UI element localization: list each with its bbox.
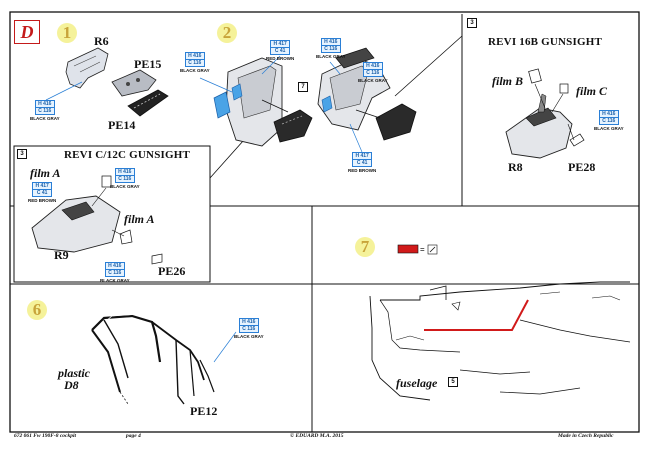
paint-leader-2b: [261, 55, 281, 75]
page-letter: D: [14, 20, 40, 44]
paint-name: BLACK GRAY: [180, 68, 210, 73]
label-film-c: film C: [576, 84, 608, 98]
paint-leader-6: [213, 331, 237, 363]
label-pe14: PE14: [108, 118, 136, 132]
paint-leader-2d: [349, 123, 363, 153]
part-pe15: [111, 69, 157, 97]
assembly-arrow-left: [261, 99, 289, 113]
leader-film-a-1: [91, 187, 107, 207]
leader-film-c: [551, 93, 564, 113]
revic12-panel: [31, 195, 121, 253]
label-pe12: PE12: [190, 404, 218, 418]
label-pe15: PE15: [134, 57, 162, 71]
canopy-frame-pe12: [91, 313, 215, 405]
revi16-ref: 3: [467, 18, 477, 28]
pe28-shape: [569, 133, 585, 147]
leader-film-a-2: [111, 229, 125, 237]
label-pe26: PE26: [158, 264, 186, 278]
film-c-shape: [559, 83, 569, 94]
paint-name: BLACK GRAY: [594, 126, 624, 131]
assembly-arrow-right: [355, 109, 381, 119]
paint-name: BLACK GRAY: [316, 54, 346, 59]
paint-name: RED BROWN: [28, 198, 57, 203]
step-1-badge: 1: [57, 23, 77, 43]
swatch-equals: =: [420, 245, 425, 254]
part-r6-panel: [65, 47, 109, 89]
paint-name: BLACK GRAY: [358, 78, 388, 83]
leader-pe28: [567, 123, 575, 141]
footer-copyright: © EDUARD M.A. 2015: [290, 433, 344, 439]
label-film-a-2: film A: [124, 212, 155, 226]
part-pe14: [127, 89, 169, 117]
revic12-title: REVI C/12C GUNSIGHT: [64, 149, 191, 161]
revi16-title: REVI 16B GUNSIGHT: [488, 36, 603, 48]
paint-leader-1: [45, 81, 83, 101]
label-r8: R8: [508, 160, 523, 174]
swatch-ref-mark: [429, 246, 436, 253]
label-r6: R6: [94, 34, 109, 48]
label-r9: R9: [54, 248, 69, 262]
film-b-shape: [528, 68, 542, 84]
paint-name: BLACK GRAY: [234, 334, 264, 339]
film-a-shape-2: [119, 229, 133, 245]
footer-origin: Made in Czech Republic: [558, 433, 614, 439]
revi16-panel: [505, 93, 573, 159]
paint-name: RED BROWN: [348, 168, 377, 173]
label-d8: D8: [64, 378, 79, 392]
paint-name: BLACK GRAY: [100, 278, 130, 283]
label-pe28: PE28: [568, 160, 596, 174]
label-film-a-1: film A: [30, 166, 61, 180]
rudder-pedals-left: [273, 109, 313, 143]
paint-name: BLACK GRAY: [30, 116, 60, 121]
film-a-shape-1: [101, 175, 112, 188]
cockpit-tub-left: [213, 57, 283, 147]
step-6-badge: 6: [27, 300, 47, 320]
fuselage-outline: [369, 281, 631, 401]
label-fuselage: fuselage: [396, 376, 438, 390]
fuselage-ref: 5: [448, 377, 458, 387]
ref-number-7: 7: [298, 82, 308, 92]
footer-page: page 4: [126, 433, 141, 439]
pe26-shape: [151, 253, 163, 265]
leader-film-b: [534, 83, 546, 109]
revic12-ref: 3: [17, 149, 27, 159]
paint-name: RED BROWN: [266, 56, 295, 61]
color-swatch-red: [397, 244, 419, 254]
step-2-badge: 2: [217, 23, 237, 43]
step-7-badge: 7: [355, 237, 375, 257]
paint-name: BLACK GRAY: [110, 184, 140, 189]
label-plastic: plastic: [58, 366, 90, 380]
rudder-pedals-right: [375, 103, 417, 141]
footer-kit: 672 061 Fw 190F-8 cockpit: [14, 433, 77, 439]
paint-leader-2a: [199, 77, 233, 93]
callout-line-revi16: [394, 35, 463, 97]
fuselage-red-stripe: [424, 299, 529, 331]
label-film-b: film B: [492, 74, 524, 88]
paint-leader-2c: [329, 61, 341, 75]
